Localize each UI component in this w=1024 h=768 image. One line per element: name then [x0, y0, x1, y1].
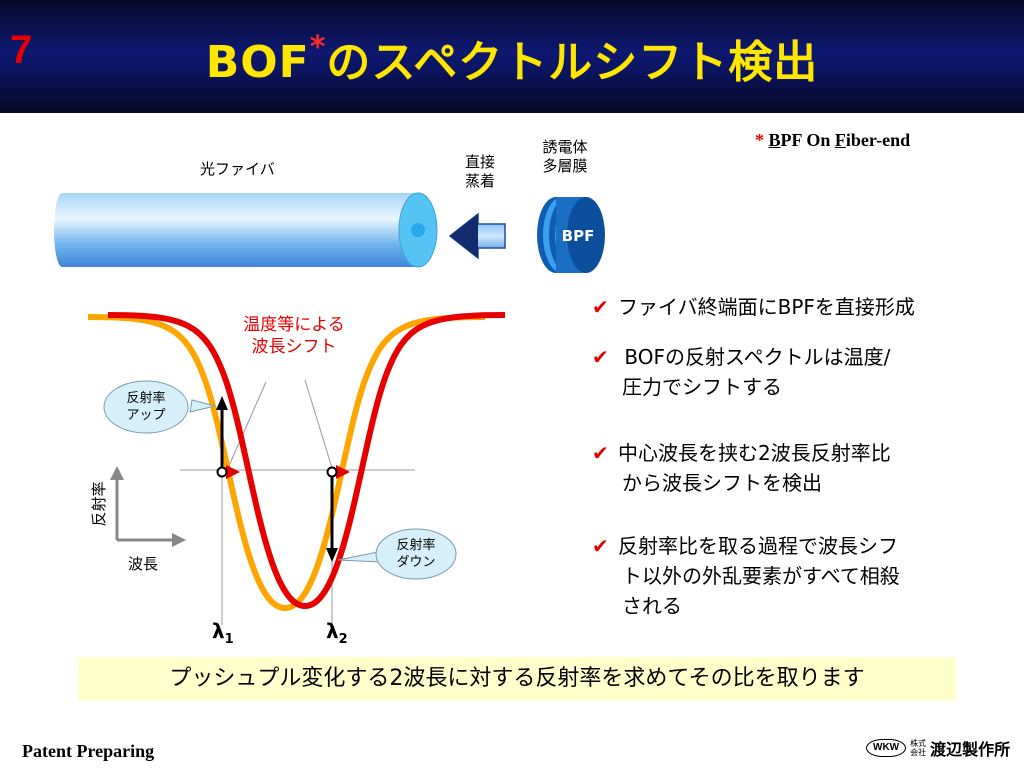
optical-fiber	[54, 192, 438, 268]
bullet-1-line1: ファイバ終端面にBPFを直接形成	[618, 295, 915, 319]
callout-up-line1: 反射率	[126, 390, 165, 406]
footnote-bpf: * BPF On Fiber-end	[755, 130, 910, 151]
check-icon: ✔	[592, 295, 609, 319]
callout-reflectance-down: 反射率 ダウン	[337, 528, 457, 580]
reflectance-down-arrow-icon	[326, 548, 338, 562]
company-name: 渡辺製作所	[930, 740, 1011, 759]
check-icon: ✔	[592, 441, 609, 465]
lambda1-symbol: λ	[212, 619, 225, 643]
y-axis-label: 反射率	[90, 481, 108, 526]
footnote-star: *	[755, 130, 764, 150]
fiber-diagram: BPF	[54, 192, 605, 273]
callout-up-line2: アップ	[126, 408, 165, 423]
reflectance-up-arrow-icon	[216, 396, 228, 410]
kabushiki-line2: 会社	[910, 748, 927, 757]
bullet-2-line1: BOFの反射スペクトルは温度/	[618, 345, 891, 369]
footnote-f: F	[834, 130, 846, 150]
deposition-label-line2: 蒸着	[464, 172, 495, 190]
lambda1-point	[216, 466, 228, 478]
lambda1-subscript: 1	[225, 632, 234, 647]
callout-reflectance-up: 反射率 アップ	[103, 380, 216, 434]
title-rest: のスペクトルシフト検出	[326, 37, 819, 88]
callout-down-line2: ダウン	[396, 555, 435, 570]
footnote-b: B	[768, 130, 781, 150]
bullet-3: ✔ 中心波長を挟む2波長反射率比 から波長シフトを検出	[592, 438, 982, 498]
lambda2-point	[326, 466, 338, 478]
dielectric-label-line1: 誘電体	[542, 138, 588, 156]
bullet-2-line2: 圧力でシフトする	[622, 375, 782, 399]
slide-number: 7	[10, 28, 33, 72]
footnote-rest: iber-end	[845, 130, 911, 150]
kabushiki-line1: 株式	[910, 739, 927, 748]
summary-box: プッシュプル変化する2波長に対する反射率を求めてその比を取ります	[78, 657, 956, 701]
spectrum-chart: 温度等による 波長シフト 反射率 アップ 反射率 ダウン 反射率 波長 λ1 λ…	[87, 312, 506, 647]
x-axis-label: 波長	[128, 555, 158, 573]
check-icon: ✔	[592, 345, 609, 369]
dielectric-label: 誘電体 多層膜	[532, 138, 598, 176]
wkw-logo-icon: WKW	[866, 739, 907, 757]
bullet-4-line2: ト以外の外乱要素がすべて相殺	[622, 564, 900, 588]
footnote-pf-on: PF On	[780, 130, 835, 150]
lambda2-symbol: λ	[326, 619, 339, 643]
fiber-label: 光ファイバ	[200, 160, 275, 178]
lambda2-subscript: 2	[339, 632, 348, 647]
spectrum-curve-after	[107, 312, 506, 610]
shift-label-line1: 温度等による	[243, 315, 345, 335]
dielectric-label-line2: 多層膜	[542, 157, 588, 175]
title-star: *	[309, 30, 327, 65]
title-bof: BOF	[205, 37, 310, 88]
axes-icon	[110, 466, 186, 547]
shift-arrow-right-icon	[336, 465, 350, 479]
callout-down-line1: 反射率	[396, 537, 435, 553]
spectrum-curve-before	[87, 314, 486, 612]
lambda2-label: λ2	[326, 619, 348, 647]
check-icon: ✔	[592, 534, 609, 558]
title-bar	[0, 0, 1024, 113]
kabushiki-label: 株式会社	[910, 739, 926, 757]
shift-label-line2: 波長シフト	[252, 337, 337, 357]
bullet-1: ✔ ファイバ終端面にBPFを直接形成	[592, 292, 982, 322]
bullet-2: ✔ BOFの反射スペクトルは温度/ 圧力でシフトする	[592, 342, 982, 402]
bullet-3-line2: から波長シフトを検出	[622, 471, 822, 495]
bpf-label: BPF	[562, 227, 595, 245]
footer-patent-preparing: Patent Preparing	[22, 741, 155, 761]
lambda1-label: λ1	[212, 619, 234, 647]
deposition-label-line1: 直接	[464, 153, 495, 171]
deposition-arrow-icon	[448, 212, 506, 260]
bullet-4: ✔ 反射率比を取る過程で波長シフ ト以外の外乱要素がすべて相殺 される	[592, 531, 982, 621]
bullet-4-line1: 反射率比を取る過程で波長シフ	[618, 534, 898, 558]
bullet-4-line3: される	[622, 594, 682, 618]
shift-arrow-left-icon	[226, 465, 240, 479]
bpf-filter-icon: BPF	[537, 197, 605, 273]
company-logo: WKW 株式会社 渡辺製作所	[866, 736, 1010, 760]
slide-title: BOF*のスペクトルシフト検出	[0, 26, 1024, 90]
deposition-label: 直接 蒸着	[452, 153, 508, 191]
bullet-3-line1: 中心波長を挟む2波長反射率比	[618, 441, 891, 465]
